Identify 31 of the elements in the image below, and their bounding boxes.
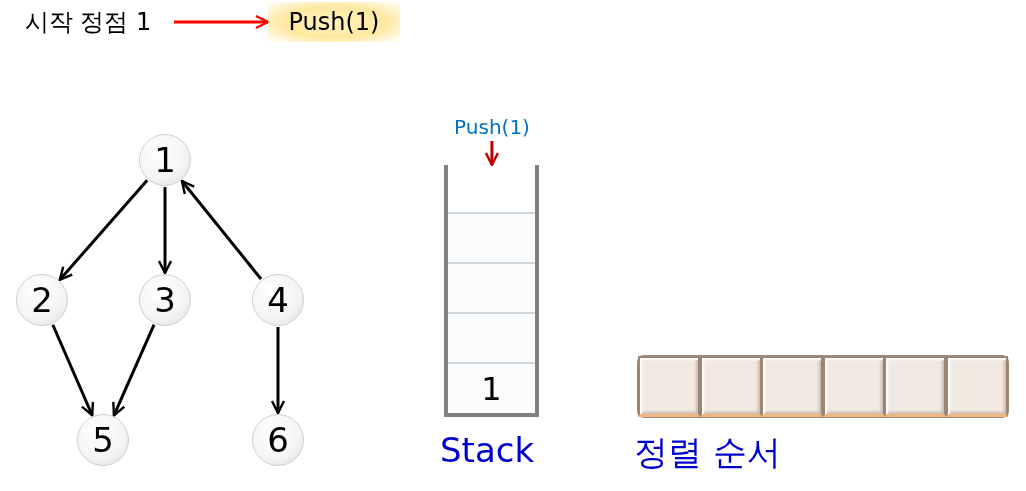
arrow bbox=[157, 187, 173, 275]
sort-order-cell bbox=[946, 356, 1008, 417]
arrow bbox=[51, 324, 95, 417]
vertex-circle: 2 bbox=[16, 274, 68, 326]
arrow bbox=[112, 324, 156, 417]
push-operation-label: Push(1) bbox=[436, 113, 548, 141]
arrow bbox=[58, 179, 149, 281]
vertex-circle: 4 bbox=[252, 274, 304, 326]
push-operation-text: Push(1) bbox=[268, 2, 400, 42]
sort-order-bar bbox=[638, 356, 1008, 417]
sort-order-cell bbox=[884, 356, 947, 417]
sort-order-cell bbox=[699, 356, 762, 417]
arrow bbox=[270, 327, 286, 415]
vertex-circle: 5 bbox=[77, 414, 129, 466]
start-vertex-text: 시작 정점 1 bbox=[2, 2, 174, 42]
sort-order-cell bbox=[822, 356, 885, 417]
arrow bbox=[180, 179, 263, 280]
stack-cell: 1 bbox=[448, 362, 535, 413]
stack-cell bbox=[448, 312, 535, 362]
vertex-circle: 1 bbox=[139, 134, 191, 186]
vertex-circle: 3 bbox=[139, 274, 191, 326]
arrow bbox=[174, 14, 270, 30]
stack-cell bbox=[448, 262, 535, 312]
stack-caption: Stack bbox=[440, 430, 535, 470]
sort-order-caption: 정렬 순서 bbox=[634, 431, 781, 474]
stack-container bbox=[444, 165, 539, 417]
sort-order-cell bbox=[638, 356, 700, 417]
arrow bbox=[484, 141, 500, 167]
sort-order-cell bbox=[761, 356, 824, 417]
vertex-circle: 6 bbox=[252, 414, 304, 466]
stack-cell bbox=[448, 212, 535, 262]
